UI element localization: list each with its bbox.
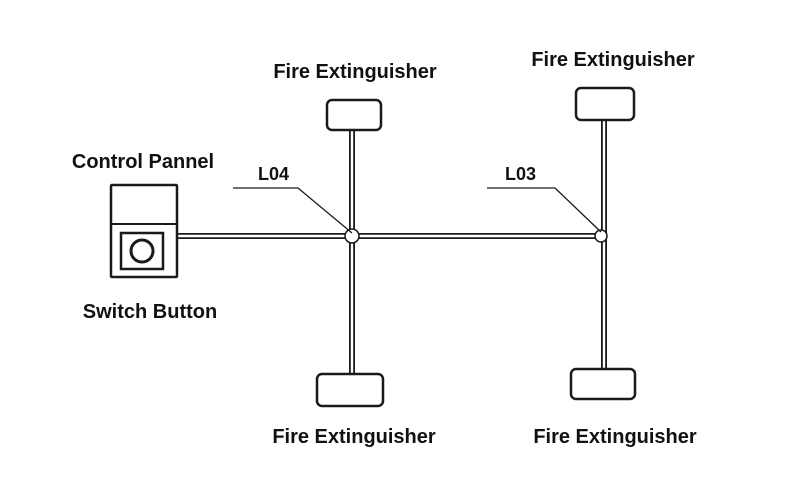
switch-button-label: Switch Button [83, 301, 217, 323]
line-label-l03: L03 [505, 164, 536, 184]
control-panel-label: Control Pannel [72, 151, 214, 173]
junction-node-l04 [344, 228, 360, 244]
extinguisher-bottom-right [569, 367, 637, 401]
switch-button-icon [129, 238, 155, 264]
extinguisher-label-bottom-left: Fire Extinguisher [272, 426, 436, 448]
extinguisher-label-top-left: Fire Extinguisher [273, 61, 437, 83]
extinguisher-top-right [574, 86, 636, 122]
extinguisher-bottom-left [315, 372, 385, 408]
junction-node-l03 [594, 229, 608, 243]
extinguisher-top-left [325, 98, 383, 132]
line-label-l04: L04 [258, 164, 289, 184]
extinguisher-label-bottom-right: Fire Extinguisher [533, 426, 697, 448]
extinguisher-label-top-right: Fire Extinguisher [531, 49, 695, 71]
leader-line-l04 [233, 187, 353, 234]
leader-line-l03 [487, 187, 602, 233]
control-panel [109, 183, 179, 279]
